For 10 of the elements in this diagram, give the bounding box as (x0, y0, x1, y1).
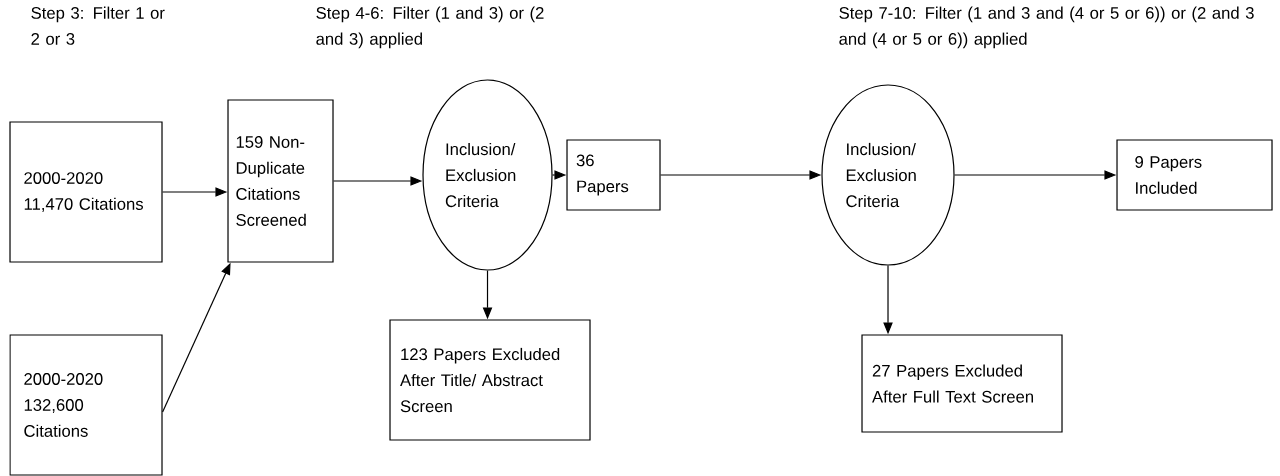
step-label: Step 7-10: Filter (1 and 3 and (4 or 5 or 6)) or (2 and 3 and (4 or 5 or 6)) applied (839, 6, 1254, 49)
step-label: Step 3: Filter 1 or 2 or 3 (31, 6, 165, 45)
process-box: 9 Papers Included (1116, 139, 1273, 211)
process-box: 36 Papers (566, 139, 661, 211)
step-label: Step 4-6: Filter (1 and 3) or (2 and 3) applied (316, 6, 544, 49)
process-box: 123 Papers Excluded After Title/ Abstract Screen (389, 319, 591, 441)
process-box: 27 Papers Excluded After Full Text Screen (861, 334, 1063, 433)
process-box: 2000-2020 132,600 Citations (9, 334, 163, 476)
process-box: 159 Non-Duplicate Citations Screened (227, 99, 334, 263)
process-box: 2000-2020 11,470 Citations (9, 121, 163, 263)
